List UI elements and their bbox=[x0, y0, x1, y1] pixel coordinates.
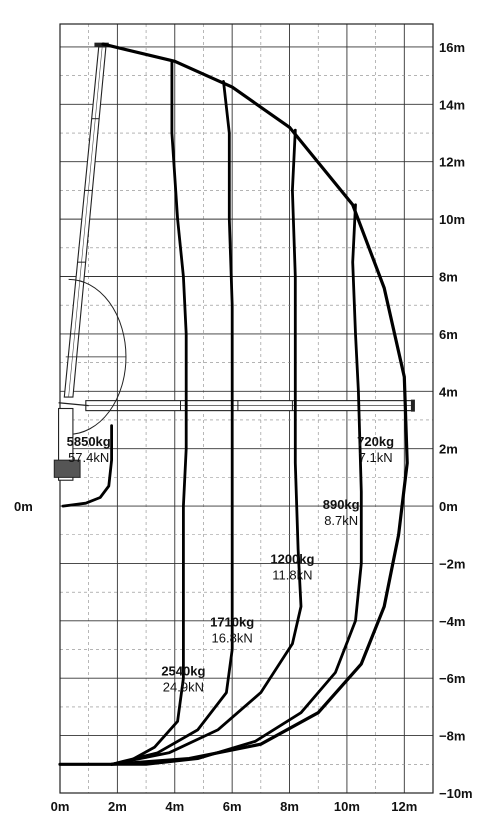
load-label-weight: 2540kg bbox=[161, 663, 205, 678]
y-tick-label: 16m bbox=[439, 40, 465, 55]
boom-tip bbox=[410, 399, 415, 412]
y-tick-label: 12m bbox=[439, 155, 465, 170]
y-tick-label: 6m bbox=[439, 327, 458, 342]
load-curve-1200kg bbox=[110, 128, 303, 766]
load-label-force: 24.9kN bbox=[163, 679, 204, 694]
y-tick-label: 0m bbox=[439, 499, 458, 514]
load-label-force: 8.7kN bbox=[324, 513, 358, 528]
y-tick-label: −2m bbox=[439, 556, 465, 571]
grid bbox=[59, 23, 434, 794]
raised-boom-centerline bbox=[68, 46, 103, 398]
load-label-force: 16.8kN bbox=[212, 631, 253, 646]
load-curve-1710kg bbox=[110, 80, 234, 766]
x-tick-label: 8m bbox=[280, 799, 299, 814]
load-label-force: 7.1kN bbox=[359, 450, 393, 465]
load-label-weight: 890kg bbox=[323, 497, 360, 512]
x-tick-label: 0m bbox=[51, 799, 70, 814]
x-tick-label: 6m bbox=[223, 799, 242, 814]
y-tick-label: −8m bbox=[439, 729, 465, 744]
slew-reach-arc bbox=[68, 278, 127, 435]
y-tick-label: 10m bbox=[439, 212, 465, 227]
load-label-force: 11.8kN bbox=[272, 567, 312, 582]
y-origin-label: 0m bbox=[14, 499, 33, 514]
x-tick-label: 2m bbox=[108, 799, 127, 814]
crane-drawing bbox=[53, 42, 415, 481]
x-tick-label: 10m bbox=[334, 799, 360, 814]
y-tick-label: 2m bbox=[439, 442, 458, 457]
y-tick-label: −4m bbox=[439, 614, 465, 629]
y-tick-label: 8m bbox=[439, 270, 458, 285]
x-tick-label: 12m bbox=[391, 799, 417, 814]
load-curve-5850kg bbox=[61, 424, 113, 508]
load-curve-890kg bbox=[110, 203, 363, 766]
y-tick-label: 14m bbox=[439, 97, 465, 112]
load-label-weight: 5850kg bbox=[67, 434, 111, 449]
y-tick-label: −10m bbox=[439, 786, 473, 801]
load-label-weight: 720kg bbox=[357, 434, 394, 449]
y-tick-label: 4m bbox=[439, 384, 458, 399]
load-label-weight: 1200kg bbox=[270, 551, 314, 566]
load-curves bbox=[58, 42, 409, 766]
axis-ticks: 0m 2m 4m 6m 8m 10m 12m 16m 14m 12m 10m 8m 6m 4m 2m 0m −2… bbox=[14, 40, 473, 814]
x-tick-label: 4m bbox=[165, 799, 184, 814]
load-label-weight: 1710kg bbox=[210, 615, 254, 630]
y-tick-label: −6m bbox=[439, 671, 465, 686]
load-label-force: 57.4kN bbox=[68, 450, 109, 465]
crane-base bbox=[53, 459, 81, 478]
boom-pivot-link bbox=[58, 402, 89, 407]
load-curve-2540kg bbox=[110, 59, 188, 766]
